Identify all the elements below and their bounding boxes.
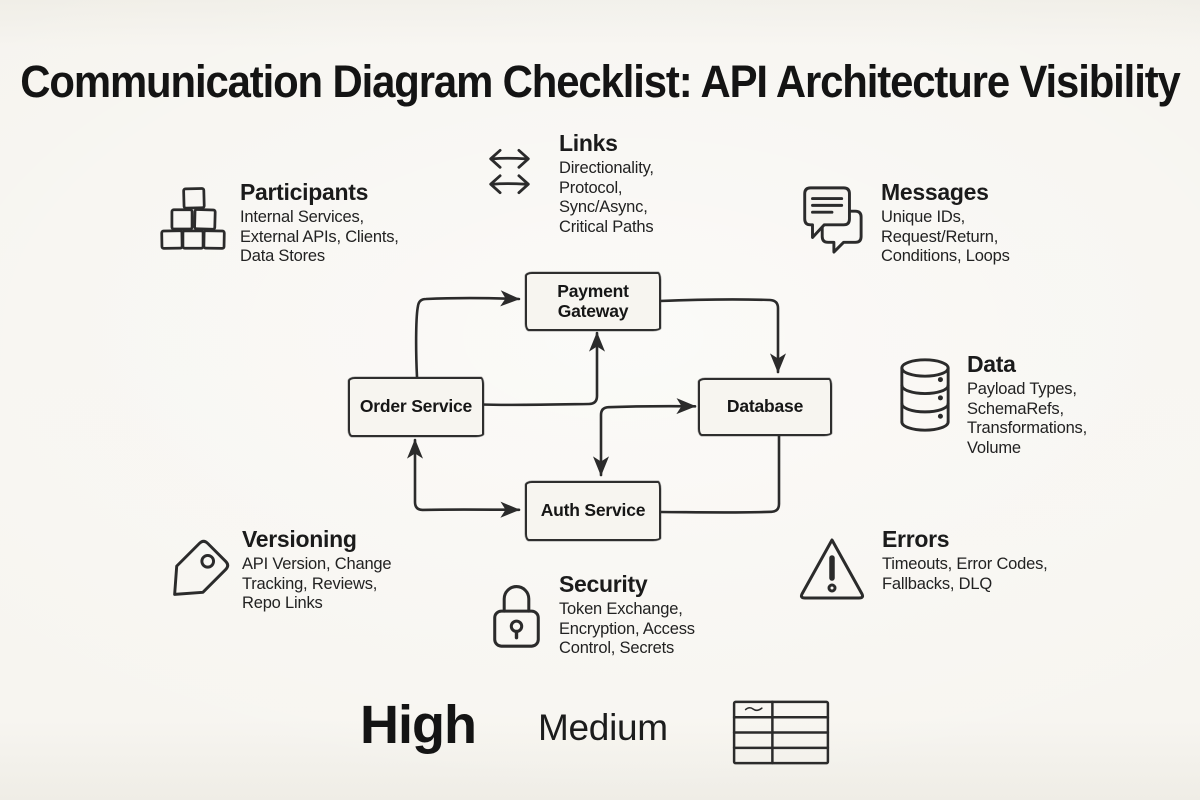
- blocks-stack-icon: [160, 185, 226, 256]
- node-database: Database: [698, 378, 832, 436]
- edge-auth-database-bidirectional: [592, 398, 697, 477]
- tag-icon: [158, 535, 234, 616]
- links-details: Directionality, Protocol, Sync/Async, Cr…: [559, 158, 654, 237]
- data-details: Payload Types, SchemaRefs, Transformatio…: [967, 379, 1087, 458]
- double-arrows-icon: [486, 146, 533, 203]
- errors-heading: Errors: [882, 526, 950, 552]
- checklist-item-security: Security Token Exchange, Encryption, Acc…: [490, 572, 695, 659]
- checklist-item-errors: Errors Timeouts, Error Codes, Fallbacks,…: [798, 527, 1048, 611]
- edge-gateway-to-database: [657, 298, 787, 374]
- participants-heading: Participants: [240, 179, 369, 205]
- checklist-item-participants: Participants Internal Services, External…: [160, 180, 399, 267]
- edge-order-to-gateway-bottom: [479, 331, 606, 407]
- page-title: Communication Diagram Checklist: API Arc…: [20, 56, 1181, 108]
- padlock-icon: [490, 577, 543, 656]
- checklist-item-versioning: Versioning API Version, Change Tracking,…: [158, 526, 392, 616]
- database-icon: [898, 357, 952, 438]
- chat-bubbles-icon: [795, 184, 865, 259]
- checklist-item-data: Data Payload Types, SchemaRefs, Transfor…: [898, 352, 1087, 459]
- node-auth-service: Auth Service: [525, 481, 661, 541]
- table-icon: [731, 700, 831, 772]
- data-heading: Data: [967, 351, 1016, 377]
- participants-details: Internal Services, External APIs, Client…: [240, 207, 399, 266]
- edge-order-to-gateway-left: [414, 290, 521, 379]
- security-heading: Security: [559, 571, 648, 597]
- versioning-heading: Versioning: [242, 526, 357, 552]
- errors-details: Timeouts, Error Codes, Fallbacks, DLQ: [882, 554, 1048, 593]
- priority-medium-label: Medium: [538, 707, 668, 748]
- edge-database-to-auth: [659, 432, 781, 514]
- edge-order-auth-bidirectional: [406, 438, 521, 518]
- security-details: Token Exchange, Encryption, Access Contr…: [559, 599, 695, 658]
- messages-heading: Messages: [881, 179, 989, 205]
- node-order-service: Order Service: [348, 377, 484, 437]
- node-payment-gateway: Payment Gateway: [525, 272, 661, 331]
- priority-high-label: High: [360, 695, 477, 755]
- versioning-details: API Version, Change Tracking, Reviews, R…: [242, 554, 392, 613]
- messages-details: Unique IDs, Request/Return, Conditions, …: [881, 207, 1010, 266]
- links-heading: Links: [559, 130, 618, 156]
- checklist-item-links: Links Directionality, Protocol, Sync/Asy…: [484, 131, 654, 238]
- warning-triangle-icon: [798, 534, 866, 611]
- checklist-item-messages: Messages Unique IDs, Request/Return, Con…: [795, 180, 1010, 267]
